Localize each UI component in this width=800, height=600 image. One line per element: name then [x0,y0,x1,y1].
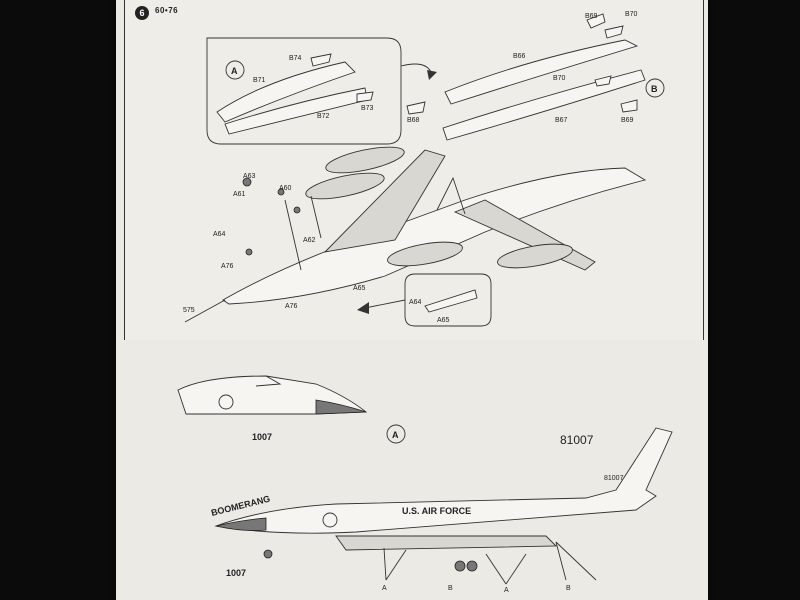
assembly-diagram: A B74 B71 B72 B73 B B69 B70 B66 [183,11,665,327]
label-b68: B68 [407,117,420,124]
pylon-frame [436,176,466,215]
strut-a62 [310,195,322,239]
canopy-nose [255,375,282,387]
label-b69-bottom: B69 [621,117,634,124]
serial-tail: 81007 [560,433,594,447]
label-a62: A62 [303,237,316,244]
strut-a61 [284,199,302,271]
label-a64-left: A64 [213,231,226,238]
wheel-main-2 [466,560,478,572]
label-b70-top: B70 [625,11,638,18]
inset-a-circle [225,60,245,80]
label-a65-inset: A65 [437,317,450,324]
inset-arrow-head [357,302,369,314]
fin-b73 [356,91,374,103]
inset-b-circle [645,78,665,98]
pod-upper-b66 [444,39,639,105]
legend-a1: A [382,585,387,592]
label-a76-bottom: A76 [285,303,298,310]
inset-b-marker: B [651,84,658,94]
part-a63 [242,177,252,187]
engine-pod-4 [497,243,573,269]
step-number-badge: 6 [135,6,149,20]
aircraft-radome [215,517,267,531]
label-b67: B67 [555,117,568,124]
fin-b69-bottom [620,99,638,113]
aircraft-side-view [214,427,673,534]
fin-b70-top [604,25,624,39]
serial-nose-top: 1007 [252,432,272,442]
instruction-sheet: 6 60•76 A B74 B71 B72 B73 [116,0,708,600]
fuselage-text: U.S. AIR FORCE [402,506,471,516]
inset-a-frame [206,37,402,145]
part-a60 [277,188,285,196]
transfer-arrow [400,63,432,73]
label-b69-top: B69 [585,13,598,20]
inset-arrow [364,299,406,309]
wing-left [323,149,446,253]
engine-pod-2 [305,172,385,200]
label-a76-left: A76 [221,263,234,270]
serial-tail-small: 81007 [604,475,624,482]
label-a60: A60 [279,185,292,192]
label-b72: B72 [317,113,330,120]
label-b73: B73 [361,105,374,112]
roundel-fuselage [322,512,338,528]
label-b71: B71 [253,77,266,84]
label-b70-mid: B70 [553,75,566,82]
fin-b74 [310,53,332,67]
label-b66: B66 [513,53,526,60]
legend-b1: B [448,585,453,592]
label-b74: B74 [289,55,302,62]
label-575: 575 [183,307,195,314]
serial-nose-bottom: 1007 [226,568,246,578]
fin-b69-top [586,13,606,29]
engine-nacelle-lower [335,535,558,551]
label-a64-inset: A64 [409,299,422,306]
part-small-2 [245,248,253,256]
inset-a-marker: A [231,66,238,76]
inset-a64-a65-frame [404,273,492,327]
fin-b70-mid [594,75,612,87]
step-code: 60•76 [155,6,179,15]
pod-lower-b67 [442,69,646,141]
nose-radome [315,399,367,415]
label-a65-mid: A65 [353,285,366,292]
legend-b2: B [566,585,571,592]
marker-a: A [392,430,399,440]
wheel-main-1 [454,560,466,572]
assembly-step-panel: 6 60•76 A B74 B71 B72 B73 [124,0,704,353]
marker-a-circle [386,424,406,444]
legend-pointers [383,541,597,585]
fuselage-upper [222,167,647,305]
roundel-nose [218,394,234,410]
fin-b68 [406,101,426,115]
label-a61: A61 [233,191,246,198]
pod-half-b71 [216,61,356,123]
label-a63: A63 [243,173,256,180]
probe-575 [184,299,226,323]
decal-diagram: 1007 A BOOMERANG U.S. AIR FORCE 81007 81… [177,375,673,594]
wheel-nose [263,549,273,559]
transfer-arrow-head [427,70,437,80]
decal-placement-panel: 1007 A BOOMERANG U.S. AIR FORCE 81007 81… [116,340,708,600]
part-a64 [424,289,478,313]
engine-pod-3 [387,241,463,267]
engine-pod-1 [325,146,405,174]
part-small-1 [293,206,301,214]
legend-a2: A [504,587,509,594]
